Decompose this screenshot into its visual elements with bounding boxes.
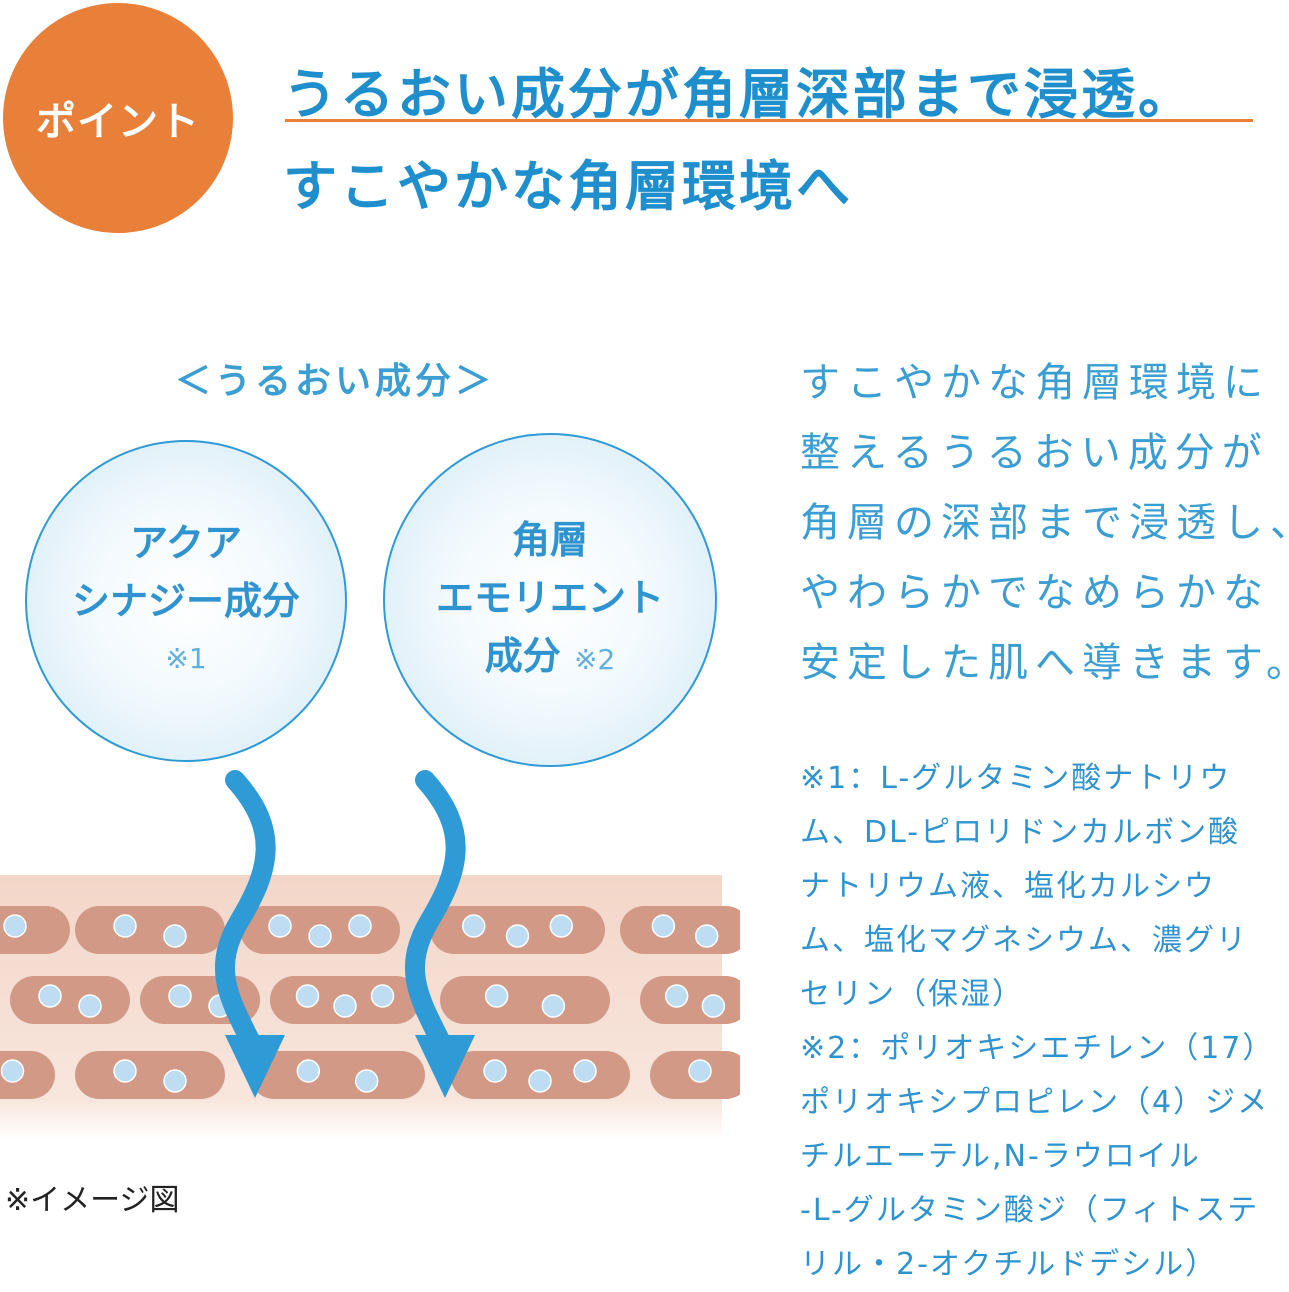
moisture-dot <box>651 914 676 938</box>
moisture-dot <box>370 984 395 1008</box>
moisture-dot <box>308 924 332 948</box>
footnote-line: -L-グルタミン酸ジ（フィトステ <box>800 1193 1260 1228</box>
moisture-dot <box>295 984 320 1008</box>
moisture-dot <box>163 924 187 948</box>
footnote-line: ※2：ポリオキシエチレン（17） <box>800 1031 1275 1066</box>
skin-cell <box>640 976 740 1024</box>
footnote-line: ポリオキシプロピレン（4）ジメ <box>800 1085 1270 1120</box>
moisture-dot <box>573 1059 597 1083</box>
moisture-dot <box>528 1069 552 1093</box>
moisture-dot <box>483 1059 507 1083</box>
moisture-dot <box>113 914 137 938</box>
moisture-dot <box>549 914 573 938</box>
moisture-dot <box>484 984 509 1008</box>
description-line: やわらかでなめらかな <box>800 570 1270 616</box>
bubble-note: ※2 <box>573 643 616 676</box>
moisture-dot <box>168 984 192 1008</box>
description-line: 角層の深部まで浸透し、 <box>800 500 1289 546</box>
skin-cell <box>620 906 740 954</box>
skin-cell <box>75 1051 225 1099</box>
skin-cell <box>440 976 610 1024</box>
moisture-dot <box>296 1059 321 1083</box>
moisture-dot <box>113 1059 137 1083</box>
footnote-line: ナトリウム液、塩化カルシウ <box>800 869 1216 904</box>
bubble-text: アクア <box>129 521 243 565</box>
moisture-dot <box>348 914 372 938</box>
moisture-dot <box>505 924 530 948</box>
bubble-note: ※1 <box>165 642 207 675</box>
moisture-dot <box>268 914 292 938</box>
skin-cell <box>75 906 225 954</box>
footnote-line: ム、塩化マグネシウム、濃グリ <box>800 923 1248 958</box>
point-badge-label: ポイント <box>36 99 200 145</box>
point-badge: ポイント <box>3 3 233 233</box>
moisture-dot <box>701 994 726 1018</box>
bubble-text: エモリエント <box>435 576 664 620</box>
moisture-dot <box>541 994 566 1018</box>
footnotes: ※1：L-グルタミン酸ナトリウ ム、DL-ピロリドンカルボン酸 ナトリウム液、塩… <box>800 752 1274 1292</box>
description-line: 整えるうるおい成分が <box>800 430 1269 476</box>
penetration-arrow-icon <box>215 770 285 1098</box>
skin-cell <box>250 1051 425 1099</box>
headline-line-2: すこやかな角層環境へ <box>283 155 853 218</box>
moisture-dot <box>333 994 357 1018</box>
skin-cell <box>10 976 130 1024</box>
moisture-dot <box>354 1069 379 1093</box>
moisture-dot <box>688 1059 712 1083</box>
bubble-text: 角層 <box>511 518 588 562</box>
footnote-line: リル・2-オクチルドデシル） <box>800 1247 1218 1282</box>
moisture-dot <box>78 994 102 1018</box>
bubble-text: シナジー成分 <box>71 579 300 623</box>
ingredient-bubble-emollient: 角層 エモリエント 成分 ※2 <box>383 433 717 767</box>
penetration-arrow-icon <box>405 770 475 1098</box>
moisture-dot <box>0 1059 25 1083</box>
moisture-dot <box>462 914 486 938</box>
skin-layer-diagram <box>0 770 740 1140</box>
footnote-line: チルエーテル,N-ラウロイル <box>800 1139 1201 1174</box>
ingredient-bubble-aqua-synergy: アクア シナジー成分 ※1 <box>25 440 347 762</box>
description-line: すこやかな角層環境に <box>800 360 1270 406</box>
image-caption: ※イメージ図 <box>5 1183 180 1218</box>
bubble-text: 成分 <box>484 634 561 678</box>
moisture-dot <box>3 914 27 938</box>
moisture-dot <box>38 984 62 1008</box>
moisture-dot <box>163 1069 187 1093</box>
headline-underline <box>285 119 1253 122</box>
footnote-line: セリン（保湿） <box>800 977 1024 1012</box>
ingredients-heading: ＜うるおい成分＞ <box>175 361 496 402</box>
moisture-dot <box>694 924 719 948</box>
moisture-dot <box>664 984 689 1008</box>
description-text: すこやかな角層環境に 整えるうるおい成分が 角層の深部まで浸透し、 やわらかでな… <box>800 348 1289 698</box>
description-line: 安定した肌へ導きます。 <box>800 640 1289 686</box>
headline-line-1: うるおい成分が角層深部まで浸透。 <box>283 63 1195 126</box>
footnote-line: ※1：L-グルタミン酸ナトリウ <box>800 761 1232 796</box>
footnote-line: ム、DL-ピロリドンカルボン酸 <box>800 815 1241 850</box>
